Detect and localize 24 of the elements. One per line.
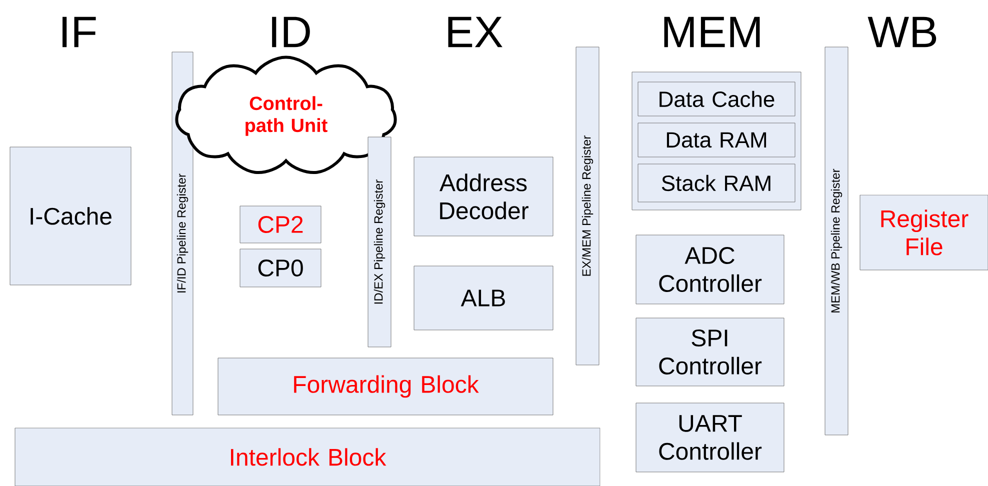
block-box: Data Cache xyxy=(638,82,796,116)
pipeline-register-bar: IF/ID Pipeline Register xyxy=(172,52,194,416)
pipeline-register-bar: ID/EX Pipeline Register xyxy=(368,136,392,348)
stage-heading: ID xyxy=(272,16,310,48)
block-box: Interlock Block xyxy=(14,428,600,486)
block-box: Data RAM xyxy=(638,122,796,158)
stage-heading: WB xyxy=(868,16,936,48)
block-box: UART Controller xyxy=(636,402,784,472)
stage-heading: IF xyxy=(62,16,96,48)
block-box: CP0 xyxy=(240,248,322,288)
block-box: Register File xyxy=(860,194,988,270)
block-box: I-Cache xyxy=(10,146,132,286)
block-box: ADC Controller xyxy=(636,234,784,304)
stage-heading: EX xyxy=(448,16,502,48)
stage-heading: MEM xyxy=(664,16,760,48)
block-box: Address Decoder xyxy=(414,156,554,236)
pipeline-register-bar: EX/MEM Pipeline Register xyxy=(576,46,600,366)
block-box: SPI Controller xyxy=(636,318,784,386)
control-unit-cloud: Control-path Unit xyxy=(175,56,397,174)
block-box: ALB xyxy=(414,266,554,330)
pipeline-register-bar: MEM/WB Pipeline Register xyxy=(824,46,848,436)
block-box: Forwarding Block xyxy=(218,358,554,416)
block-box: Stack RAM xyxy=(638,164,796,202)
block-box: CP2 xyxy=(240,206,322,244)
